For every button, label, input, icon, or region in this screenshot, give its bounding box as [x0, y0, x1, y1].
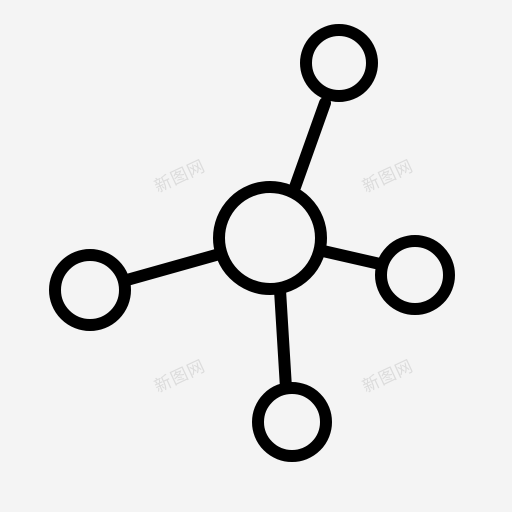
node-right	[375, 235, 455, 315]
node-bottom	[252, 382, 332, 462]
node-top-right	[300, 24, 378, 102]
node-left	[49, 249, 131, 331]
connector-top-right	[288, 97, 331, 196]
connector-left	[121, 249, 222, 286]
center-node	[213, 181, 327, 295]
connector-bottom	[274, 284, 292, 394]
connector-right	[317, 245, 386, 270]
